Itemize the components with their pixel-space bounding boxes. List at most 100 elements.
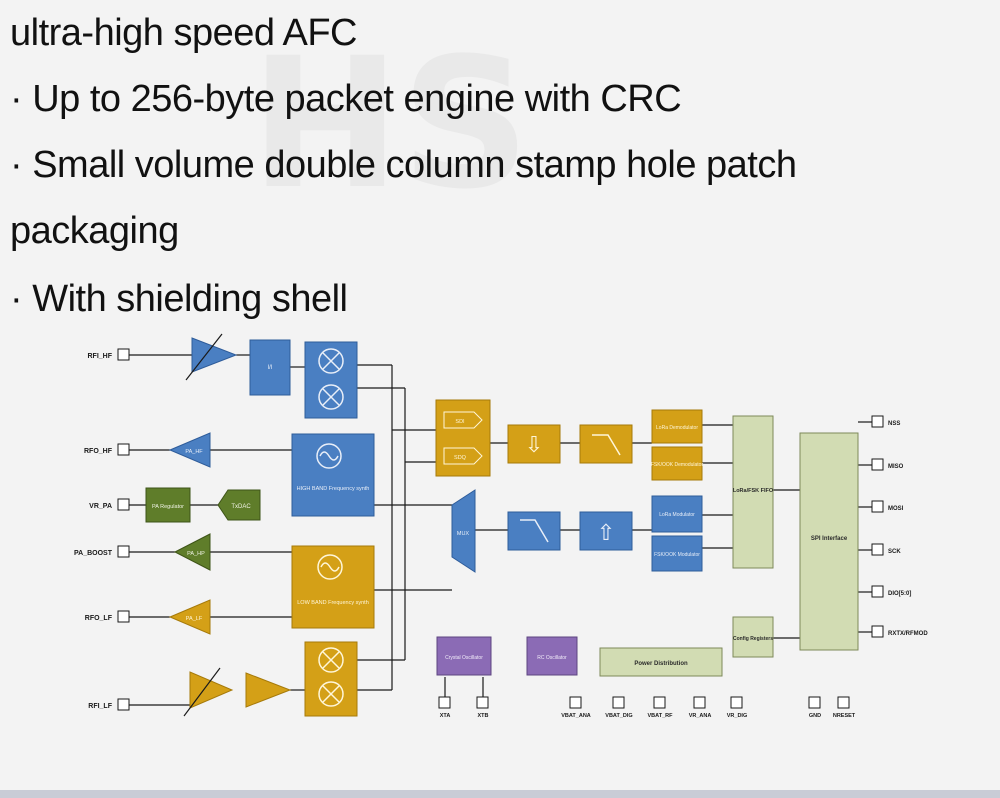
pin-nreset: NRESET [833,696,856,719]
spi-label: SPI Interface [811,536,848,542]
lowpass-icon [592,434,621,456]
pin-vr-dig: VR_DIG [727,696,747,719]
fifo-label: LoRa/FSK FIFO [733,488,774,494]
text-line-3: · Small volume double column stamp hole … [10,144,797,186]
pin-xta: XTA [438,696,451,719]
pin-dio-label: DIO[5:0] [888,591,911,597]
pin-pa-boost: PA_BOOST [74,545,130,558]
tx-lowpass-icon [520,519,549,543]
hf-synth-label: HIGH BAND Frequency synth [297,486,370,492]
watermark-logo: HS [250,20,531,229]
lo-divider-label: I/I [267,365,272,371]
pa-regulator-block: PA Regulator [145,487,191,523]
pin-rfo-hf: RFO_HF [84,443,130,456]
pin-vbat-ana: VBAT_ANA [561,696,591,719]
pin-miso: MISO [871,458,904,471]
mixer-i-icon [318,348,344,374]
lora-mod-label: LoRa Modulator [659,512,695,518]
pin-dio: DIO[5:0] [871,585,911,598]
pin-nss: NSS [871,415,900,428]
pin-sck-label: SCK [888,549,901,555]
pin-xtb: XTB [476,696,489,719]
pa-hp-amplifier: PA_HP [173,533,211,571]
rx-filter-block [579,424,633,464]
tx-filter-block [507,511,561,551]
lora-mod-block: LoRa Modulator [651,495,703,533]
adc-i-label: SDI [455,419,465,425]
crystal-label: Crystal Oscillator [445,655,483,661]
pa-lf-label: PA_LF [186,616,203,622]
pin-sck: SCK [871,543,901,556]
pin-gnd-label: GND [809,713,821,719]
hf-mixer-block [304,341,358,419]
pin-rfi-lf-label: RFI_LF [88,703,112,710]
pin-rfo-lf-label: RFO_LF [85,615,113,622]
pin-rfi-hf-label: RFI_HF [88,353,113,360]
lora-demod-block: LoRa Demodulator [651,409,703,444]
pin-vbat-dig: VBAT_DIG [605,696,633,719]
txdac-block: TxDAC [217,489,261,521]
decimator-block: ⇩ [507,424,561,464]
pin-vbat-rf: VBAT_RF [648,696,674,719]
pin-nreset-label: NRESET [833,713,856,719]
lora-demod-label: LoRa Demodulator [656,425,698,431]
txdac-label: TxDAC [231,504,251,510]
text-line-4: packaging [10,210,179,252]
pin-rxtx: RXTX/RFMOD [871,625,928,638]
pin-rxtx-label: RXTX/RFMOD [888,631,928,637]
pin-gnd: GND [808,696,821,719]
lf-mixer-q-icon [318,681,344,707]
pin-mosi-label: MOSI [888,506,904,512]
pin-vbat-rf-label: VBAT_RF [648,713,674,719]
lf-mixer-i-icon [318,647,344,673]
pin-vbat-ana-label: VBAT_ANA [561,713,591,719]
mixer-q-icon [318,384,344,410]
pin-rfo-lf: RFO_LF [85,610,130,623]
pin-pa-boost-label: PA_BOOST [74,550,113,557]
pin-vr-ana-label: VR_ANA [689,713,712,719]
lo-divider-block: I/I [249,339,291,396]
pin-vbat-dig-label: VBAT_DIG [605,713,632,719]
lf-oscillator-icon [317,554,343,580]
pin-xta-label: XTA [440,713,451,719]
config-label: Config Registers [733,636,773,642]
lf-synthesizer-block: LOW BAND Frequency synth [291,545,375,629]
fsk-mod-block: FSK/OOK Modulator [651,535,703,572]
pa-hf-label: PA_HF [185,449,203,455]
pin-rfi-lf: RFI_LF [88,698,130,711]
text-line-2: · Up to 256-byte packet engine with CRC [10,78,682,120]
pin-vr-pa: VR_PA [89,498,130,511]
lf-synth-label: LOW BAND Frequency synth [297,600,369,606]
down-arrow-icon: ⇩ [525,432,543,457]
fifo-block: LoRa/FSK FIFO [732,415,774,569]
pin-rfi-hf: RFI_HF [88,348,130,361]
pin-xtb-label: XTB [478,713,489,719]
adc-q-label: SDQ [454,455,467,461]
text-line-1: ultra-high speed AFC [10,12,357,54]
oscillator-icon [316,443,342,469]
text-line-5: · With shielding shell [10,278,348,320]
adc-iq-block: SDI SDQ [435,399,491,477]
bottom-bar [0,790,1000,798]
pin-vr-pa-label: VR_PA [89,503,112,510]
mux-label: MUX [457,531,470,537]
pa-hp-label: PA_HP [187,551,205,557]
crystal-oscillator-block: Crystal Oscillator [436,636,492,676]
pin-vr-ana: VR_ANA [689,696,712,719]
pa-hf-amplifier: PA_HF [168,432,211,468]
fsk-demod-block: FSK/OOK Demodulator [651,446,703,481]
interpolator-block: ⇧ [579,511,633,551]
pa-regulator-label: PA Regulator [152,504,184,510]
pin-rfo-hf-label: RFO_HF [84,448,113,455]
pin-miso-label: MISO [888,464,904,470]
pin-mosi: MOSI [871,500,904,513]
config-registers-block: Config Registers [732,616,774,658]
rc-oscillator-block: RC Oscillator [526,636,578,676]
pin-nss-label: NSS [888,421,900,427]
lna-hf-amplifier [185,333,238,381]
up-arrow-icon: ⇧ [597,520,615,545]
lf-mixer-block [304,641,358,717]
hf-synthesizer-block: HIGH BAND Frequency synth [291,433,375,517]
mux-block: MUX [451,489,476,573]
